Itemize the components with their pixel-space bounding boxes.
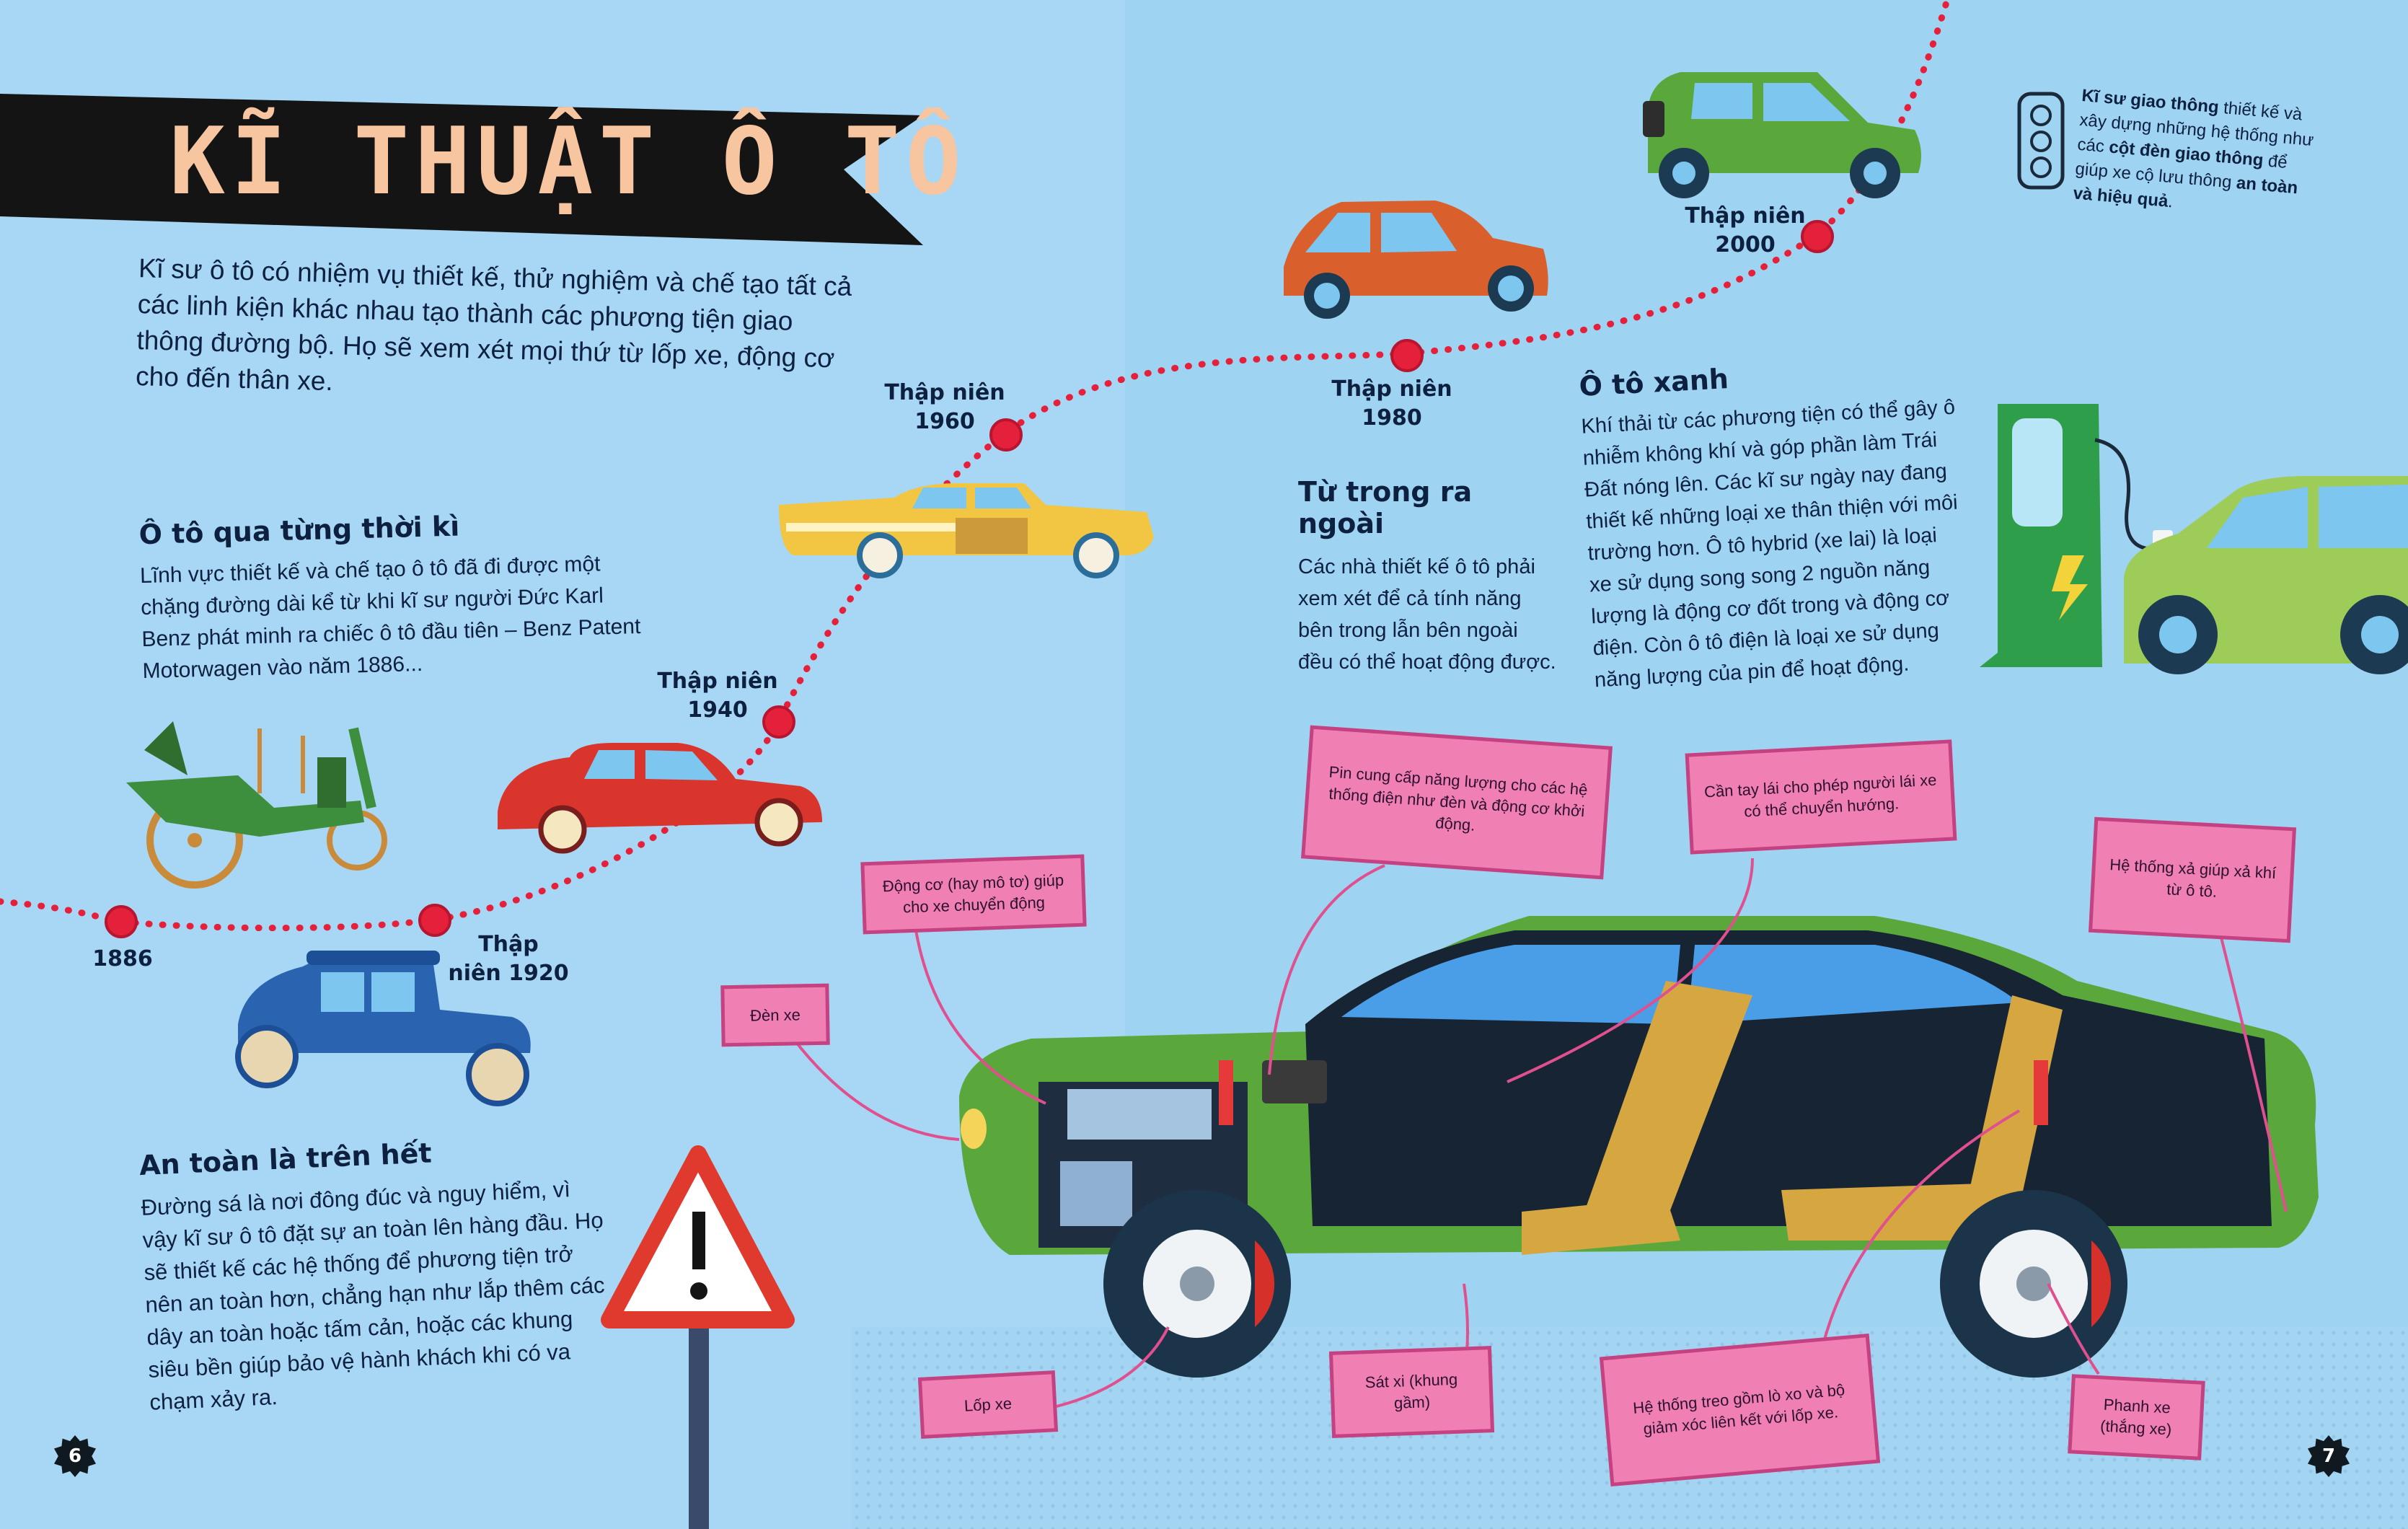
traffic-engineer-note: Kĩ sư giao thông thiết kế và xây dựng nh… bbox=[2072, 84, 2320, 226]
inside-out-heading: Từ trong ra ngoài bbox=[1298, 476, 1473, 539]
callout-battery: Pin cung cấp năng lượng cho các hệ thống… bbox=[1301, 725, 1613, 880]
car-1980-illustration bbox=[1284, 201, 1548, 319]
timeline-label-1960: Thập niên 1960 bbox=[884, 380, 1005, 434]
timeline-label-1886: 1886 bbox=[92, 946, 153, 971]
callout-steering: Cần tay lái cho phép người lái xe có thể… bbox=[1685, 739, 1957, 855]
title-banner bbox=[0, 94, 923, 245]
timeline-label-1920: Thập niên 1920 bbox=[448, 932, 569, 986]
traffic-light-icon bbox=[2017, 92, 2065, 190]
callout-suspension: Hệ thống treo gồm lò xo và bộ giảm xóc l… bbox=[1599, 1334, 1881, 1486]
timeline-dot-1960 bbox=[989, 418, 1023, 451]
safety-section: An toàn là trên hết Đường sá là nơi đông… bbox=[138, 1129, 612, 1419]
callout-chassis: Sát xi (khung gầm) bbox=[1328, 1346, 1495, 1438]
history-text: Lĩnh vực thiết kế và chế tạo ô tô đã đi … bbox=[139, 552, 641, 684]
safety-text: Đường sá là nơi đông đúc và nguy hiểm, v… bbox=[140, 1176, 606, 1415]
page-number-left: 6 bbox=[54, 1435, 96, 1477]
timeline-label-1940: Thập niên 1940 bbox=[657, 669, 778, 723]
traffic-note-text-6: . bbox=[2167, 191, 2174, 212]
charging-station-illustration bbox=[1980, 404, 2173, 667]
green-car-section: Ô tô xanh Khí thải từ các phương tiện có… bbox=[1579, 351, 1970, 697]
timeline-dot-2000 bbox=[1801, 220, 1834, 253]
green-car-text: Khí thải từ các phương tiện có thể gây ô… bbox=[1580, 395, 1959, 692]
callout-exhaust: Hệ thống xả giúp xả khí từ ô tô. bbox=[2089, 816, 2296, 943]
car-2000-illustration bbox=[1643, 72, 1921, 198]
callout-engine: Động cơ (hay mô tơ) giúp cho xe chuyển đ… bbox=[860, 854, 1087, 935]
history-section: Ô tô qua từng thời kì Lĩnh vực thiết kế … bbox=[138, 506, 648, 687]
page-number-right: 7 bbox=[2308, 1435, 2350, 1477]
timeline-label-1980: Thập niên 1980 bbox=[1331, 376, 1452, 431]
timeline-dot-1920 bbox=[418, 904, 451, 937]
benz-1886-illustration bbox=[126, 721, 387, 889]
callout-lines bbox=[792, 858, 2288, 1408]
car-1940-illustration bbox=[498, 743, 822, 854]
page-title: KĨ THUẬT Ô TÔ bbox=[169, 108, 967, 216]
callout-headlight: Đèn xe bbox=[720, 983, 830, 1047]
callout-brake: Phanh xe (thắng xe) bbox=[2068, 1374, 2205, 1460]
timeline-label-2000: Thập niên 2000 bbox=[1685, 203, 1806, 257]
electric-car-illustration bbox=[2124, 476, 2408, 674]
inside-out-section: Từ trong ra ngoài Các nhà thiết kế ô tô … bbox=[1298, 476, 1558, 678]
car-1920-illustration bbox=[235, 951, 531, 1106]
callout-tyre: Lốp xe bbox=[917, 1370, 1059, 1439]
intro-paragraph: Kĩ sư ô tô có nhiệm vụ thiết kế, thử ngh… bbox=[135, 253, 852, 397]
inside-out-text: Các nhà thiết kế ô tô phải xem xét để cả… bbox=[1298, 555, 1556, 674]
timeline-dot-1980 bbox=[1390, 339, 1424, 372]
timeline-dot-1886 bbox=[105, 905, 138, 938]
cutaway-car-illustration bbox=[959, 916, 2319, 1378]
car-1960-illustration bbox=[779, 483, 1154, 578]
timeline-dot-1940 bbox=[762, 705, 795, 739]
warning-sign-illustration bbox=[601, 1145, 795, 1529]
